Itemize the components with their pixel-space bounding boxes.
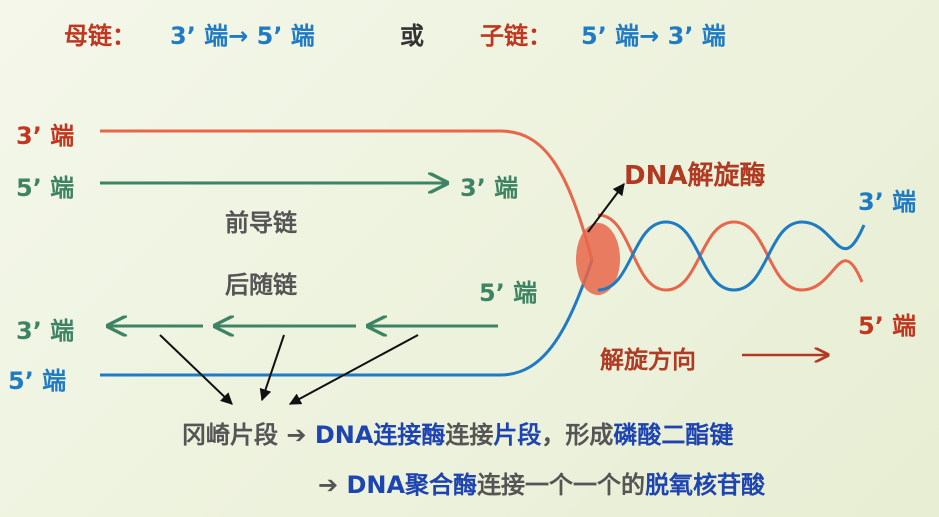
parental-strand-top (100, 129, 594, 261)
deoxynucleotide-word: 脱氧核苷酸 (645, 471, 766, 499)
parent-strand-label: 母链： (64, 22, 136, 50)
helicase-blob (576, 223, 620, 295)
or-label: 或 (400, 22, 424, 50)
leading-strand-3-end: 3’ 端 (460, 174, 519, 202)
unwinding-direction-label: 解旋方向 (600, 346, 696, 374)
form-word: ，形成 (541, 421, 614, 449)
lagging-strand-5-end: 5’ 端 (479, 279, 538, 307)
okazaki-callout-2 (259, 334, 285, 402)
leading-strand-5-end: 5’ 端 (16, 174, 75, 202)
phosphodiester-bond: 磷酸二酯键 (613, 421, 734, 449)
okazaki-callout-3 (288, 334, 419, 405)
bottom-strand-5-end: 5’ 端 (8, 367, 67, 395)
helix-strand-red (597, 213, 864, 292)
ligase-action: 连接 (445, 421, 494, 449)
polymerase-name: DNA聚合酶 (346, 471, 478, 499)
leading-strand-label: 前导链 (225, 209, 297, 237)
helix-5-end: 5’ 端 (858, 312, 917, 340)
polymerase-action: 连接一个一个的 (477, 471, 646, 499)
okazaki-callout-1 (159, 334, 233, 405)
ligase-name: DNA连接酶 (314, 421, 446, 449)
parent-direction: 3’ 端→ 5’ 端 (170, 22, 315, 50)
note-polymerase-line: ➔ DNA聚合酶连接一个一个的脱氧核苷酸 (318, 465, 765, 500)
helix-strand-blue (597, 220, 866, 292)
daughter-direction: 5’ 端→ 3’ 端 (581, 22, 726, 50)
heavy-arrow-right-icon: ➔ (286, 421, 307, 449)
daughter-strand-label: 子链： (480, 22, 552, 50)
helix-3-end: 3’ 端 (858, 188, 917, 216)
lagging-strand-3-end: 3’ 端 (16, 317, 75, 345)
top-strand-3-end: 3’ 端 (16, 122, 75, 150)
helicase-pointer (587, 183, 625, 233)
note-ligase-line: 冈崎片段 ➔ DNA连接酶连接片段，形成磷酸二酯键 (182, 415, 733, 450)
heavy-arrow-right-icon: ➔ (318, 471, 339, 499)
fragment-word: 片段 (493, 421, 542, 449)
helicase-label: DNA解旋酶 (624, 161, 766, 191)
lagging-strand-label: 后随链 (225, 271, 297, 299)
parental-strand-bottom (100, 259, 594, 377)
okazaki-label: 冈崎片段 (182, 421, 278, 449)
